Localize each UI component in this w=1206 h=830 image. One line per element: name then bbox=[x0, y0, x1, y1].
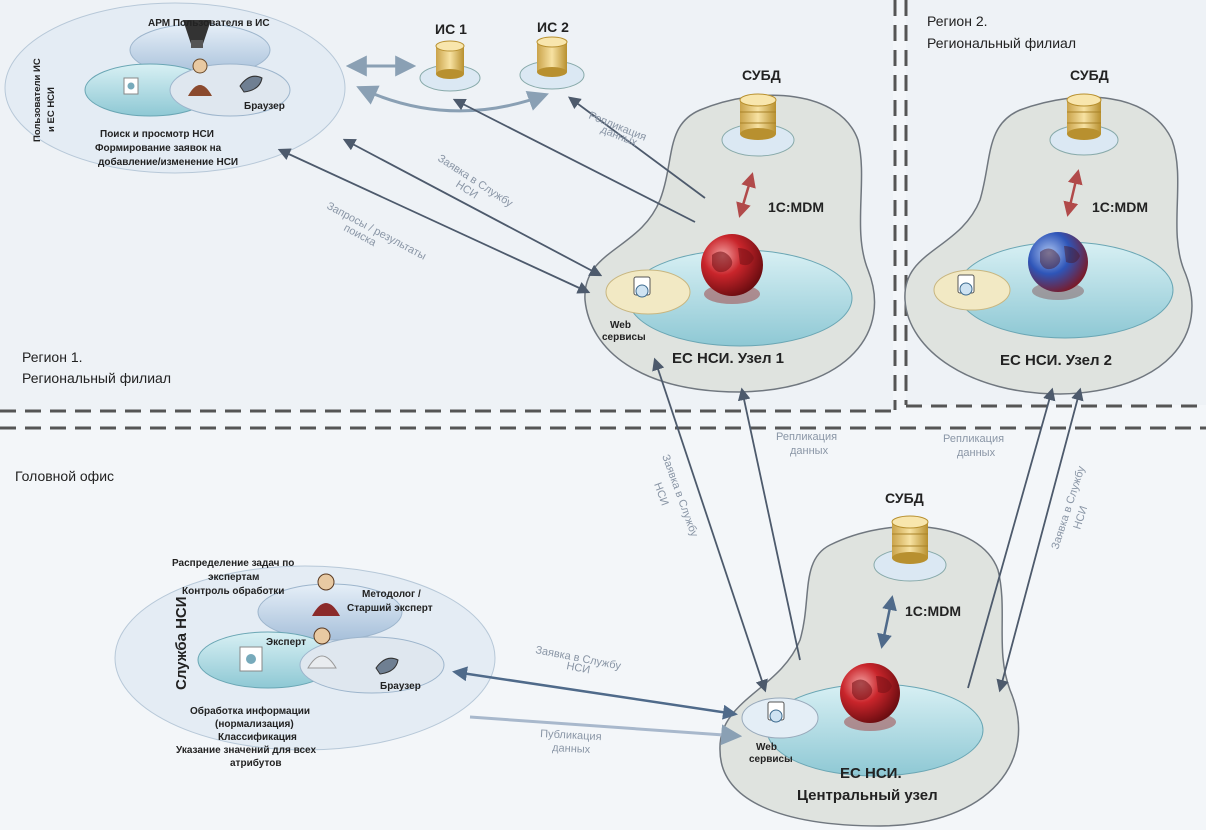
replication-mid2-line2: данных bbox=[957, 447, 996, 459]
region1-desc-line1: Поиск и просмотр НСИ bbox=[100, 129, 214, 140]
arrow-service-central-publication bbox=[469, 715, 743, 746]
node1-dbms-label: СУБД bbox=[742, 67, 781, 83]
region2-label-line2: Региональный филиал bbox=[927, 35, 1076, 51]
replication-mid1-line2: данных bbox=[790, 445, 829, 457]
browser-icon bbox=[239, 75, 263, 93]
is1-label: ИС 1 bbox=[435, 21, 467, 37]
replication-mid1-line1: Репликация bbox=[776, 431, 837, 443]
node2-dbms-link bbox=[1063, 169, 1083, 217]
region1-user-title: АРМ Пользователя в ИС bbox=[148, 18, 270, 29]
request-bottom-line2: НСИ bbox=[565, 660, 591, 676]
region1-desc-line3: добавление/изменение НСИ bbox=[98, 156, 238, 168]
central-web-label-line2: сервисы bbox=[749, 754, 793, 765]
service-top-line1: Распределение задач по bbox=[172, 558, 294, 569]
region2-label-line1: Регион 2. bbox=[927, 13, 988, 29]
database-icon bbox=[1049, 93, 1119, 156]
central-title-line1: ЕС НСИ. bbox=[840, 765, 902, 782]
web-service-icon bbox=[633, 276, 651, 298]
service-right-disc bbox=[299, 636, 445, 694]
globe-icon bbox=[840, 663, 900, 731]
service-desc-line1: Обработка информации bbox=[190, 705, 310, 717]
service-desc-line3: Классификация bbox=[218, 731, 297, 743]
service-top-line2: экспертам bbox=[208, 572, 259, 583]
service-methodologist-line2: Старший эксперт bbox=[347, 603, 433, 614]
publication-line1: Публикация bbox=[540, 728, 602, 743]
node1-dbms-link bbox=[736, 172, 756, 218]
service-desc-line5: атрибутов bbox=[230, 757, 281, 769]
arrow-node1-is2 bbox=[567, 96, 706, 199]
node1-web-label-line2: сервисы bbox=[602, 332, 646, 343]
arrow-service-central-request bbox=[452, 666, 738, 720]
node2-dbms-label: СУБД bbox=[1070, 67, 1109, 83]
database-icon bbox=[873, 515, 947, 582]
web-service-icon bbox=[957, 274, 975, 296]
region1-user-vertical-line2: и ЕС НСИ bbox=[46, 87, 57, 132]
browser-icon bbox=[375, 657, 399, 675]
arrow-user-node1-queries bbox=[277, 148, 591, 294]
user-icon bbox=[188, 58, 212, 96]
document-icon bbox=[123, 77, 139, 95]
central-web-label-line1: Web bbox=[756, 742, 777, 753]
is2-label: ИС 2 bbox=[537, 19, 569, 35]
service-desc-line2: (нормализация) bbox=[215, 719, 294, 730]
node2-mdm-label: 1С:MDM bbox=[1092, 199, 1148, 215]
globe-icon bbox=[1028, 232, 1088, 300]
database-icon bbox=[721, 93, 795, 157]
service-expert-label: Эксперт bbox=[266, 637, 306, 648]
database-icon bbox=[519, 36, 585, 90]
document-icon bbox=[239, 646, 263, 672]
arrow-node1-central-request bbox=[652, 357, 768, 693]
globe-icon bbox=[701, 234, 763, 304]
service-vertical-label: Служба НСИ bbox=[173, 596, 190, 690]
region1-label-line1: Регион 1. bbox=[22, 349, 83, 365]
database-icon bbox=[419, 40, 481, 92]
region1-browser-label: Браузер bbox=[244, 101, 285, 112]
monitor-icon bbox=[183, 20, 211, 48]
region1-desc-line2: Формирование заявок на bbox=[95, 143, 222, 154]
central-mdm-label: 1С:MDM bbox=[905, 603, 961, 619]
head-office-label: Головной офис bbox=[15, 468, 114, 484]
service-methodologist-line1: Методолог / bbox=[362, 589, 421, 600]
arrow-central-node1-replication bbox=[737, 387, 801, 661]
region1-label-line2: Региональный филиал bbox=[22, 370, 171, 386]
user-icon bbox=[307, 627, 337, 669]
node1-web-label-line1: Web bbox=[610, 320, 631, 331]
service-desc-line4: Указание значений для всех bbox=[176, 745, 316, 756]
replication-mid2-line1: Репликация bbox=[943, 433, 1004, 445]
arrow-user-is2-curve bbox=[356, 85, 549, 113]
user-icon bbox=[312, 573, 340, 616]
region1-user-vertical-line1: Пользователи ИС bbox=[32, 58, 43, 142]
service-browser-label: Браузер bbox=[380, 681, 421, 692]
node2-title: ЕС НСИ. Узел 2 bbox=[1000, 352, 1112, 369]
web-service-icon bbox=[767, 701, 785, 723]
node1-mdm-label: 1С:MDM bbox=[768, 199, 824, 215]
central-title-line2: Центральный узел bbox=[797, 787, 938, 804]
publication-line2: данных bbox=[552, 742, 591, 756]
arrow-node2-central-request bbox=[996, 387, 1084, 693]
node1-title: ЕС НСИ. Узел 1 bbox=[672, 350, 784, 367]
central-dbms-link bbox=[877, 595, 897, 649]
service-top-line3: Контроль обработки bbox=[182, 585, 284, 597]
central-dbms-label: СУБД bbox=[885, 490, 924, 506]
